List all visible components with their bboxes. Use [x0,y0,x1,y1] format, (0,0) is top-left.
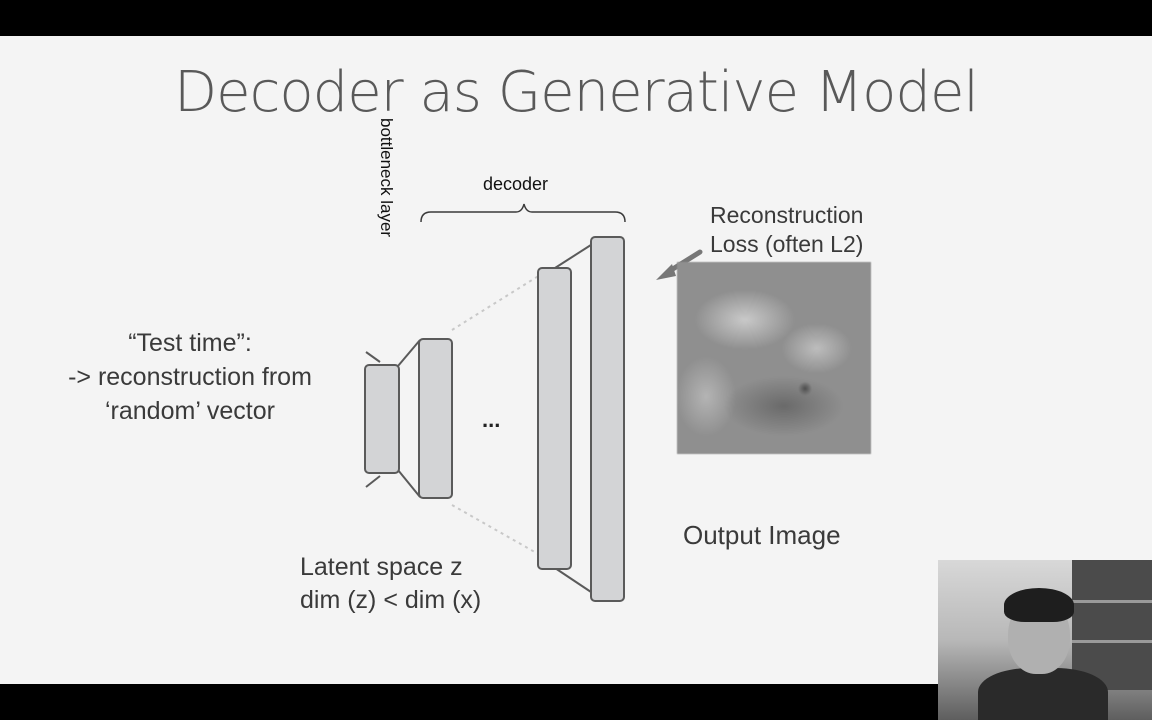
connector-line-bottom-2 [554,567,595,595]
connector-line-top-2 [554,242,595,269]
slide: Decoder as Generative Model [0,36,1152,684]
webcam-overlay [938,560,1152,720]
bottleneck-layer-label: bottleneck layer [377,118,396,238]
connector-line-bottom [397,469,421,498]
test-time-label: “Test time”: -> reconstruction from ‘ran… [40,326,340,428]
output-image-caption: Output Image [683,520,841,550]
loss-label-line-1: Reconstruction [710,202,864,228]
reconstruction-loss-label: Reconstruction Loss (often L2) [710,201,863,259]
slide-title: Decoder as Generative Model [174,60,979,125]
input-funnel-line-bottom [365,475,381,488]
layers-ellipsis: ... [482,407,500,432]
loss-label-line-2: Loss (often L2) [710,231,864,257]
latent-label-line-1: Latent space z [300,553,463,581]
webcam-bookshelf [1072,560,1152,690]
decoder-layer-block-1 [418,338,453,499]
webcam-person-hair [1004,588,1074,622]
test-time-line-1: “Test time”: [128,329,252,357]
decoder-layer-block-2 [537,267,572,570]
connector-line-top [397,339,421,367]
test-time-line-2: -> reconstruction from [68,363,312,391]
input-funnel-line-top [365,351,381,363]
decoder-brace [420,203,626,223]
output-image [677,262,871,454]
decoder-label: decoder [483,174,549,194]
dotted-connector-top [451,274,541,331]
bottleneck-layer-block [364,364,400,474]
dotted-connector-bottom [451,504,541,556]
latent-label-line-2: dim (z) < dim (x) [300,586,482,614]
decoder-layer-block-3 [590,236,625,602]
test-time-line-3: ‘random’ vector [105,397,275,425]
latent-space-label: Latent space z dim (z) < dim (x) [300,551,481,617]
loss-arrow-head [656,264,676,280]
webcam-person-body [978,668,1108,720]
